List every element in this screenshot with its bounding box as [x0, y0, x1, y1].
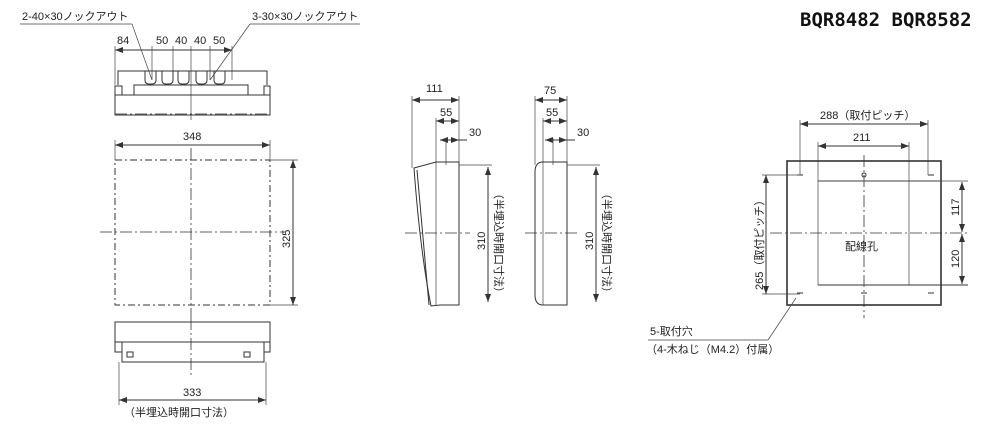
side1-height: 310: [476, 232, 488, 250]
rear-upper: 117: [950, 198, 962, 216]
knockout-right-label: 3-30×30ノックアウト: [252, 10, 358, 23]
rear-inner-w: 211: [853, 132, 871, 144]
side1-d1: 111: [426, 83, 443, 95]
side2-note: （半埋込時開口寸法）: [600, 188, 614, 298]
front-height: 325: [281, 230, 293, 248]
dim-40b: 40: [194, 35, 206, 47]
bottom-width: 333: [183, 387, 201, 399]
rear-pitch-v: 265（取付ピッチ）: [753, 195, 766, 290]
model-title: BQR8482 BQR8582: [800, 9, 972, 31]
mounting-holes-label: 5-取付穴: [650, 324, 693, 338]
front-view: 348 325: [100, 131, 298, 318]
side2-d1: 75: [544, 85, 556, 97]
bottom-view: 333 （半埋込時開口寸法）: [114, 318, 271, 419]
top-view: 2-40×30ノックアウト 3-30×30ノックアウト 84 50 40 40 …: [20, 10, 360, 120]
bottom-note: （半埋込時開口寸法）: [124, 405, 234, 419]
dim-84: 84: [117, 35, 129, 47]
rear-pitch-h: 288（取付ピッチ）: [820, 109, 915, 122]
wiring-hole-label: 配線孔: [845, 239, 878, 253]
rear-lower: 120: [950, 250, 962, 268]
dim-50a: 50: [156, 35, 168, 47]
side1-d2: 55: [440, 107, 452, 119]
side2-height: 310: [584, 232, 596, 250]
rear-view: 288（取付ピッチ） 211 265（取付ピッチ） 117 120 配線孔 5-…: [646, 109, 968, 356]
side-view-1: 111 55 30 310 （半埋込時開口寸法）: [405, 83, 506, 307]
screws-note: （4-木ねじ（M4.2）付属）: [646, 343, 779, 356]
knockout-left-label: 2-40×30ノックアウト: [22, 10, 128, 23]
front-width: 348: [183, 131, 201, 143]
dim-50b: 50: [213, 35, 225, 47]
side-view-2: 75 55 30 310 （半埋込時開口寸法）: [525, 85, 614, 306]
dim-40a: 40: [175, 35, 187, 47]
side1-d3: 30: [469, 127, 481, 139]
side2-d3: 30: [577, 127, 589, 139]
side1-note: （半埋込時開口寸法）: [492, 188, 506, 298]
side2-d2: 55: [546, 107, 558, 119]
